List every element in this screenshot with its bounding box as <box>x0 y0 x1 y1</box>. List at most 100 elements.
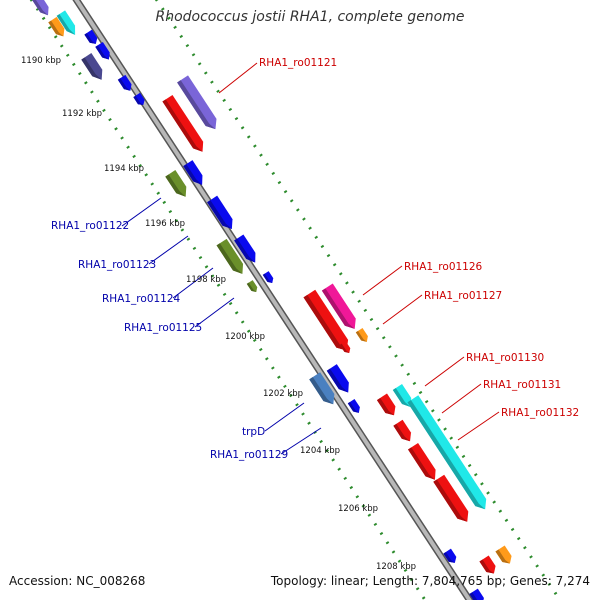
gene-ro01130b-body[interactable] <box>392 383 415 410</box>
gene-trpD-body[interactable] <box>309 372 339 408</box>
gene-ro01124b-shade <box>234 238 256 263</box>
gene-ro01129[interactable] <box>347 398 362 415</box>
gene-e-body[interactable] <box>95 42 112 62</box>
gene-trpDb[interactable] <box>326 364 353 396</box>
gene-ro01127[interactable] <box>355 327 370 344</box>
label-ro01125[interactable]: RHA1_ro01125 <box>124 322 202 334</box>
gene-a[interactable] <box>31 0 52 18</box>
gene-ro01132[interactable] <box>407 395 490 513</box>
label-ro01132[interactable]: RHA1_ro01132 <box>501 407 579 419</box>
gene-ro01130-body[interactable] <box>376 393 399 419</box>
gene-trpD[interactable] <box>309 372 339 408</box>
gene-ro01125-shade <box>246 282 257 293</box>
gene-ro01121-body[interactable] <box>162 94 207 155</box>
gene-ro01125[interactable] <box>246 280 259 294</box>
label-ro01123[interactable]: RHA1_ro01123 <box>78 259 156 271</box>
gene-ro01128-body[interactable] <box>339 341 352 355</box>
gene-l[interactable] <box>469 588 486 600</box>
gene-ro01127-body[interactable] <box>355 327 370 344</box>
gene-ro01121b-shade <box>177 80 216 130</box>
gene-i-body[interactable] <box>443 548 458 566</box>
gene-ro01126-body[interactable] <box>303 289 353 355</box>
connector-ro01125 <box>194 297 235 328</box>
label-ro01131[interactable]: RHA1_ro01131 <box>483 379 561 391</box>
gene-ro01123-shade <box>207 200 232 230</box>
connector-trpD <box>264 402 305 432</box>
gene-ro01123-body[interactable] <box>207 195 237 233</box>
gene-ro01124b-body[interactable] <box>234 234 260 265</box>
gene-a-body[interactable] <box>31 0 52 18</box>
genome-backbone <box>74 0 472 600</box>
gene-d-body[interactable] <box>84 29 99 47</box>
gene-trpDb-body[interactable] <box>326 364 353 396</box>
gene-ro01125a-body[interactable] <box>262 271 275 285</box>
gene-ro01126b-shade <box>321 288 355 329</box>
gene-f[interactable] <box>81 53 106 83</box>
gene-h-body[interactable] <box>133 92 146 107</box>
gene-h[interactable] <box>133 92 146 107</box>
gene-ro01126[interactable] <box>303 289 353 355</box>
gene-g[interactable] <box>117 74 134 93</box>
gene-ro01131b-body[interactable] <box>408 442 440 483</box>
gene-ro01123[interactable] <box>207 195 237 233</box>
gene-ro01131[interactable] <box>393 419 414 444</box>
gene-ro01131b[interactable] <box>408 442 440 483</box>
right-gene-labels: RHA1_ro01121 RHA1_ro01126 RHA1_ro01127 R… <box>259 57 579 419</box>
gene-ro01124-body[interactable] <box>216 238 248 277</box>
gene-ro01121-shade <box>162 99 203 152</box>
gene-f-shade <box>81 57 102 80</box>
tick-1208: 1208 kbp <box>376 562 416 572</box>
gene-j[interactable] <box>479 555 498 576</box>
gene-k[interactable] <box>495 545 514 566</box>
label-ro01130[interactable]: RHA1_ro01130 <box>466 352 544 364</box>
gene-ro01128[interactable] <box>339 341 352 355</box>
gene-l-body[interactable] <box>469 588 486 600</box>
label-ro01129[interactable]: RHA1_ro01129 <box>210 449 288 461</box>
label-ro01126[interactable]: RHA1_ro01126 <box>404 261 483 273</box>
gene-g-body[interactable] <box>117 74 134 93</box>
gene-i[interactable] <box>443 548 458 566</box>
gene-d[interactable] <box>84 29 99 47</box>
label-ro01121[interactable]: RHA1_ro01121 <box>259 57 337 69</box>
gene-b-body[interactable] <box>56 10 80 37</box>
gene-e[interactable] <box>95 42 112 62</box>
gene-ro01124[interactable] <box>216 238 248 277</box>
connector-ro01122 <box>121 197 162 227</box>
gene-ro01130[interactable] <box>376 393 399 419</box>
label-trpD[interactable]: trpD <box>242 426 265 438</box>
gene-d-shade <box>84 33 96 44</box>
gene-k-body[interactable] <box>495 545 514 566</box>
gene-ro01125a[interactable] <box>262 271 275 285</box>
gene-ro01126b-body[interactable] <box>321 283 360 333</box>
gene-ro01122b[interactable] <box>183 160 206 188</box>
gene-f-body[interactable] <box>81 53 106 83</box>
left-gene-labels: RHA1_ro01122 RHA1_ro01123 RHA1_ro01124 R… <box>51 220 288 461</box>
gene-ro01121[interactable] <box>162 94 207 155</box>
gene-j-body[interactable] <box>479 555 498 576</box>
gene-ro01130b[interactable] <box>392 383 415 410</box>
gene-c-body[interactable] <box>48 16 67 39</box>
gene-ro01122-body[interactable] <box>165 170 190 200</box>
gene-ro01122b-body[interactable] <box>183 160 206 188</box>
right-dotted-track <box>154 0 562 600</box>
connector-ro01121 <box>218 62 258 94</box>
gene-ro01121b[interactable] <box>177 75 221 132</box>
gene-ro01121b-body[interactable] <box>177 75 221 132</box>
connector-ro01129 <box>280 427 322 455</box>
gene-ro01129-body[interactable] <box>347 398 362 415</box>
label-ro01122[interactable]: RHA1_ro01122 <box>51 220 129 232</box>
gene-ro01132b[interactable] <box>433 474 472 526</box>
gene-b[interactable] <box>56 10 80 37</box>
label-ro01124[interactable]: RHA1_ro01124 <box>102 293 181 305</box>
tick-1200: 1200 kbp <box>225 332 265 342</box>
gene-ro01125-body[interactable] <box>246 280 259 294</box>
gene-ro01126b[interactable] <box>321 283 360 333</box>
gene-ro01124b[interactable] <box>234 234 260 265</box>
label-ro01127[interactable]: RHA1_ro01127 <box>424 290 502 302</box>
gene-ro01131-body[interactable] <box>393 419 414 444</box>
gene-ro01122-shade <box>165 174 186 197</box>
gene-ro01132b-body[interactable] <box>433 474 472 526</box>
gene-ro01122[interactable] <box>165 170 190 200</box>
gene-ro01132-body[interactable] <box>407 395 490 513</box>
gene-c[interactable] <box>48 16 67 39</box>
